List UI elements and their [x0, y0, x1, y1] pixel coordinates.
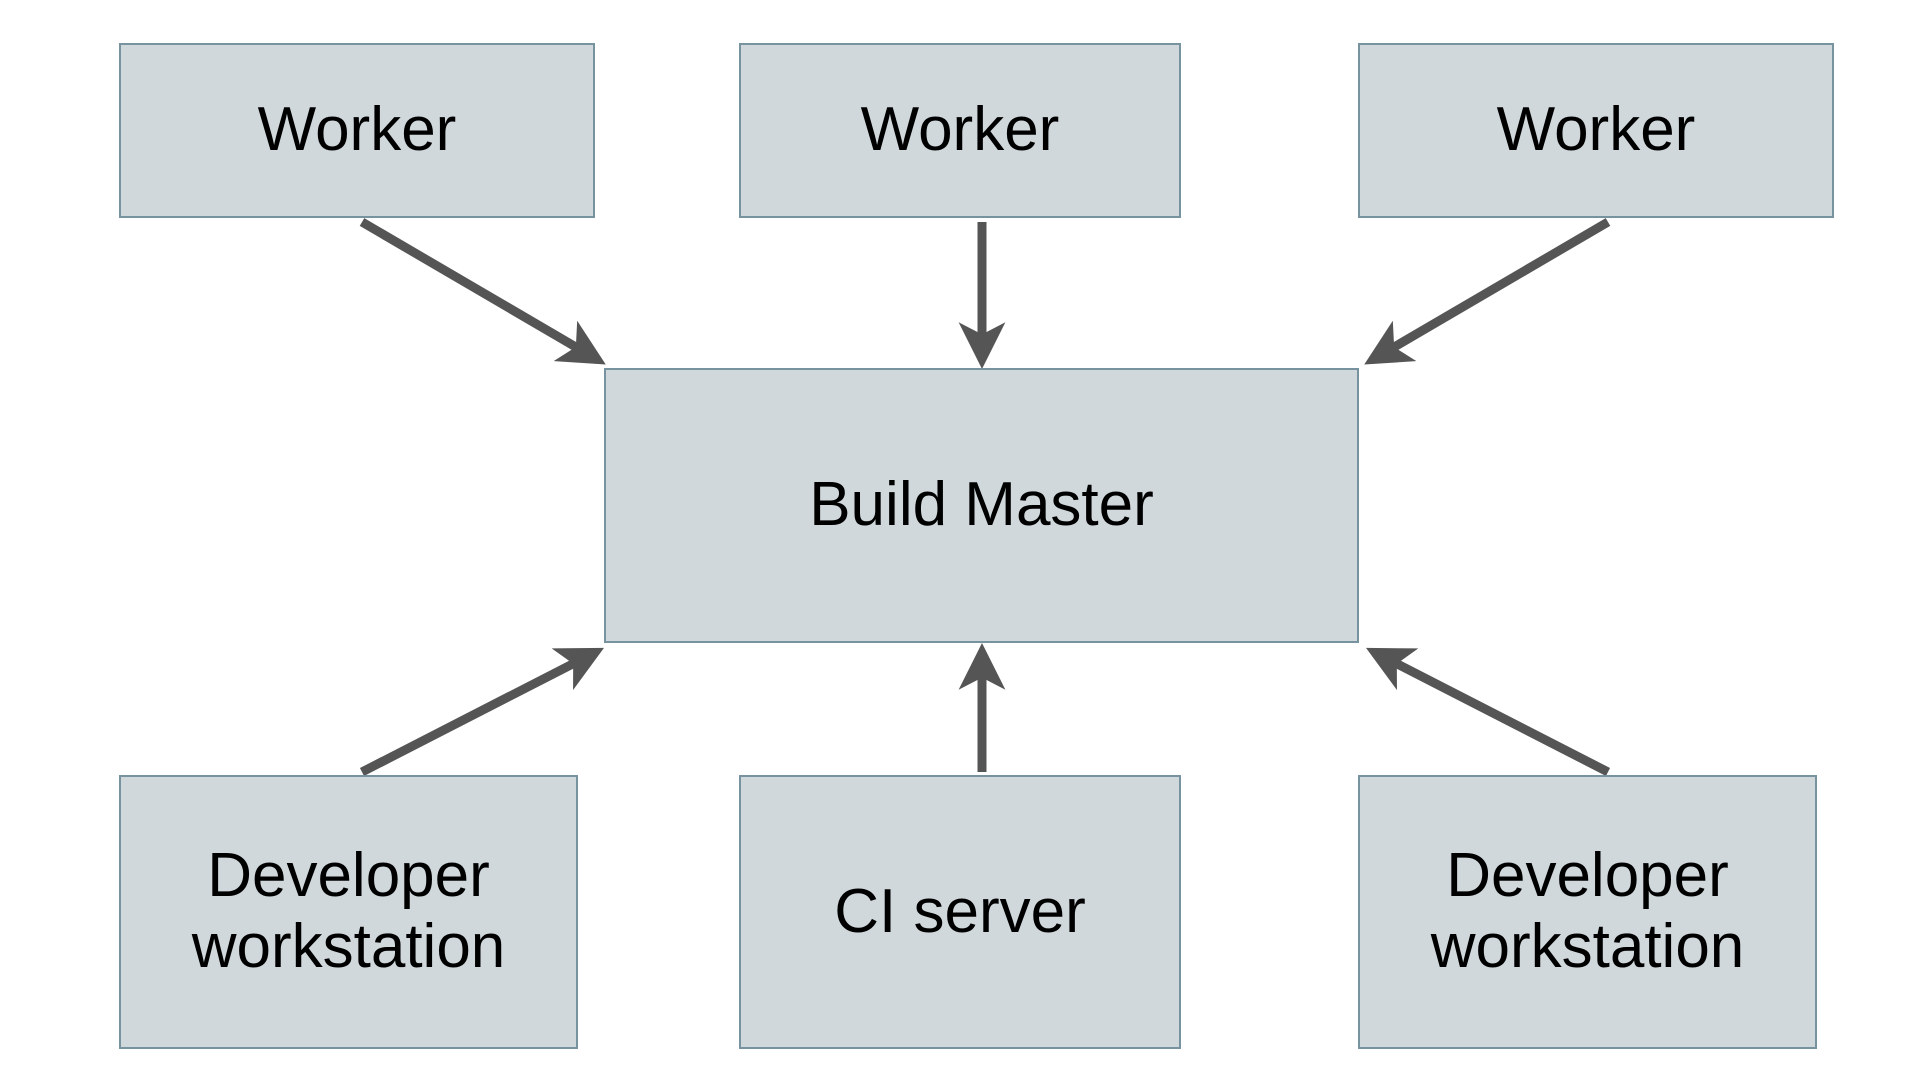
- node-build-master-label: Build Master: [809, 470, 1154, 540]
- node-worker-3-label: Worker: [1496, 95, 1696, 165]
- node-worker-1-label: Worker: [257, 95, 457, 165]
- node-dev-workstation-right-label: Developer workstation: [1430, 841, 1745, 981]
- node-ci-server[interactable]: CI server: [739, 775, 1181, 1049]
- node-build-master[interactable]: Build Master: [604, 368, 1359, 643]
- node-dev-workstation-left-label: Developer workstation: [191, 841, 506, 981]
- node-dev-workstation-left[interactable]: Developer workstation: [119, 775, 578, 1049]
- node-worker-1[interactable]: Worker: [119, 43, 595, 218]
- edge-dev-left-to-build-master: [359, 647, 605, 777]
- node-ci-server-label: CI server: [834, 876, 1086, 946]
- node-dev-workstation-right[interactable]: Developer workstation: [1358, 775, 1817, 1049]
- edge-dev-right-to-build-master: [1365, 647, 1611, 777]
- node-worker-3[interactable]: Worker: [1358, 43, 1834, 218]
- edge-worker-3-to-build-master: [1364, 218, 1611, 365]
- node-worker-2[interactable]: Worker: [739, 43, 1181, 218]
- edge-worker-1-to-build-master: [359, 218, 606, 365]
- node-worker-2-label: Worker: [860, 95, 1060, 165]
